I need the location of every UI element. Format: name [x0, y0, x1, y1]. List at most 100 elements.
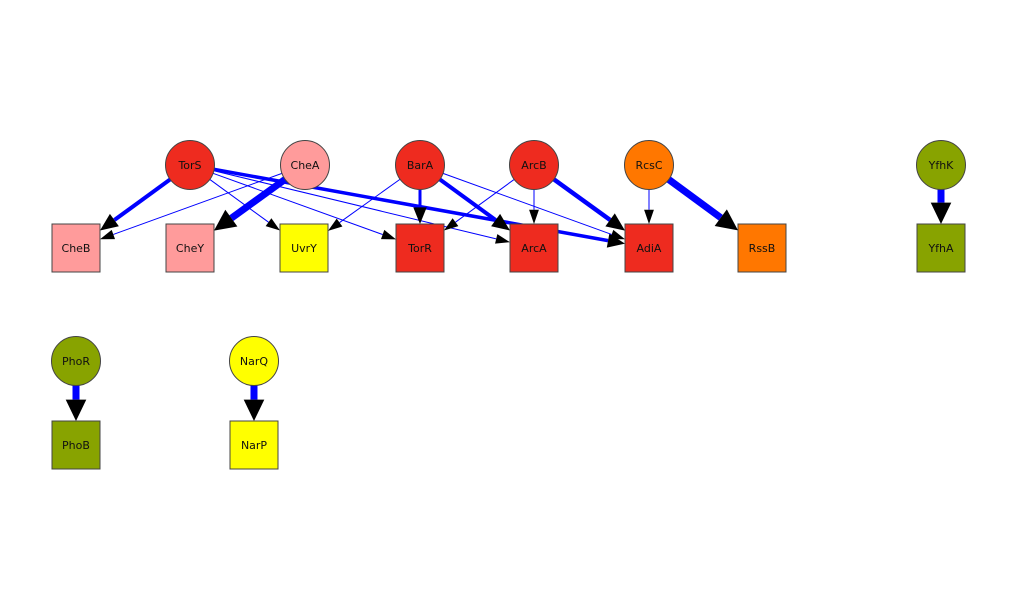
edge-BarA-TorR[interactable]	[413, 189, 427, 225]
node-label: NarP	[241, 439, 267, 452]
edge-PhoR-PhoB[interactable]	[65, 385, 87, 422]
arrowhead-icon	[930, 202, 952, 224]
node-RcsC[interactable]: RcsC	[624, 140, 674, 190]
arrowhead-icon	[65, 399, 87, 421]
node-label: CheY	[176, 242, 204, 255]
node-square	[229, 420, 279, 470]
arrowhead-icon	[328, 218, 343, 231]
edge-TorS-TorR[interactable]	[212, 172, 396, 240]
node-ArcB[interactable]: ArcB	[509, 140, 559, 190]
node-RssB[interactable]: RssB	[737, 223, 787, 273]
edge-line	[438, 177, 497, 222]
edge-CheA-CheY[interactable]	[214, 176, 288, 231]
node-circle	[509, 140, 559, 190]
arrowhead-icon	[609, 229, 625, 240]
arrowhead-icon	[265, 218, 280, 231]
edge-BarA-UvrY[interactable]	[328, 178, 401, 231]
edge-line	[209, 179, 269, 223]
arrowhead-icon	[100, 229, 116, 240]
node-label: AdiA	[637, 242, 662, 255]
node-circle	[229, 336, 279, 386]
node-square	[51, 420, 101, 470]
edge-CheA-CheB[interactable]	[100, 172, 283, 240]
edge-NarQ-NarP[interactable]	[243, 385, 265, 422]
node-square	[509, 223, 559, 273]
node-label: YfhK	[928, 159, 955, 172]
node-circle	[624, 140, 674, 190]
node-CheB[interactable]: CheB	[51, 223, 101, 273]
node-AdiA[interactable]: AdiA	[624, 223, 674, 273]
edge-line	[552, 177, 612, 222]
edge-line	[666, 176, 723, 221]
node-TorR[interactable]: TorR	[395, 223, 445, 273]
node-NarP[interactable]: NarP	[229, 420, 279, 470]
node-label: CheB	[62, 242, 91, 255]
node-square	[624, 223, 674, 273]
edge-TorS-UvrY[interactable]	[209, 179, 280, 231]
node-CheA[interactable]: CheA	[280, 140, 330, 190]
node-label: ArcB	[521, 159, 546, 172]
node-square	[51, 223, 101, 273]
node-circle	[395, 140, 445, 190]
node-circle	[916, 140, 966, 190]
node-square	[737, 223, 787, 273]
edge-line	[113, 177, 172, 222]
node-label: TorS	[177, 159, 201, 172]
edge-line	[212, 172, 383, 235]
arrowhead-icon	[413, 207, 427, 224]
node-PhoR[interactable]: PhoR	[51, 336, 101, 386]
node-square	[395, 223, 445, 273]
node-label: NarQ	[240, 355, 268, 368]
edge-line	[229, 176, 288, 221]
edge-line	[455, 179, 515, 223]
node-UvrY[interactable]: UvrY	[279, 223, 329, 273]
node-circle	[165, 140, 215, 190]
arrowhead-icon	[214, 209, 238, 231]
arrowhead-icon	[529, 209, 539, 224]
node-PhoB[interactable]: PhoB	[51, 420, 101, 470]
nodes-layer: TorS CheA BarA ArcB RcsC YfhK CheB CheY UvrY TorR…	[51, 140, 966, 470]
node-TorS[interactable]: TorS	[165, 140, 215, 190]
edge-RcsC-RssB[interactable]	[666, 176, 738, 231]
arrowhead-icon	[444, 218, 459, 231]
node-CheY[interactable]: CheY	[165, 223, 215, 273]
node-square	[165, 223, 215, 273]
edge-BarA-ArcA[interactable]	[438, 177, 510, 231]
node-YfhK[interactable]: YfhK	[916, 140, 966, 190]
node-label: RssB	[749, 242, 776, 255]
edge-RcsC-AdiA[interactable]	[644, 189, 654, 225]
edge-line	[442, 172, 612, 235]
arrowhead-icon	[495, 234, 510, 244]
node-BarA[interactable]: BarA	[395, 140, 445, 190]
arrowhead-icon	[714, 209, 738, 231]
arrowhead-icon	[644, 209, 654, 224]
node-label: UvrY	[291, 242, 317, 255]
node-label: RcsC	[635, 159, 662, 172]
edge-ArcB-ArcA[interactable]	[529, 189, 539, 225]
arrowhead-icon	[380, 229, 396, 240]
node-NarQ[interactable]: NarQ	[229, 336, 279, 386]
arrowhead-icon	[605, 213, 625, 231]
edges-layer	[65, 167, 952, 422]
node-YfhA[interactable]: YfhA	[916, 223, 966, 273]
edge-TorS-CheB[interactable]	[100, 177, 172, 231]
arrowhead-icon	[100, 213, 119, 231]
node-square	[279, 223, 329, 273]
node-ArcA[interactable]: ArcA	[509, 223, 559, 273]
node-circle	[280, 140, 330, 190]
edge-line	[213, 170, 497, 240]
node-circle	[51, 336, 101, 386]
arrowhead-icon	[243, 399, 265, 421]
edge-ArcB-TorR[interactable]	[444, 179, 515, 231]
edge-ArcB-AdiA[interactable]	[552, 177, 625, 231]
node-label: CheA	[291, 159, 320, 172]
edge-YfhK-YfhA[interactable]	[930, 189, 952, 225]
edge-BarA-AdiA[interactable]	[442, 172, 625, 240]
node-label: BarA	[407, 159, 434, 172]
node-label: PhoB	[62, 439, 90, 452]
node-label: PhoR	[62, 355, 90, 368]
edge-line	[113, 172, 283, 235]
node-label: YfhA	[927, 242, 954, 255]
edge-line	[339, 178, 401, 223]
